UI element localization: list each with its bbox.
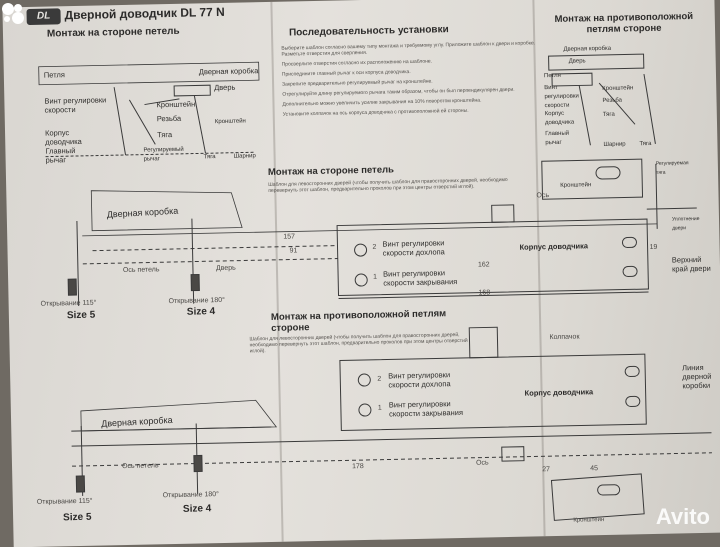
template2-num-2: 2	[377, 375, 382, 383]
label-hinge: Шарнир	[233, 153, 256, 160]
template1-loop-axis: Ось петель	[122, 266, 160, 275]
section-title-opposite-side: Монтаж на противоположной петлям стороне	[554, 11, 694, 36]
label-rod-2: Тяга	[203, 154, 216, 161]
label-main-lever-right: Главный рычаг	[545, 130, 570, 147]
label-adjustable-rod: Регулируемая тяга	[655, 160, 689, 176]
template1-open-180: Открывание 180°	[168, 296, 225, 306]
label-adjustable-lever: Регулируемый рычаг	[143, 146, 184, 163]
template2-size4: Size 4	[182, 503, 212, 515]
label-screw: Винт регулировки скорости	[44, 95, 107, 115]
brand-logo: DL	[26, 8, 61, 26]
step-item: Закрепите предварительно регулируемый ры…	[282, 78, 433, 88]
label-rod: Тяга	[157, 129, 173, 140]
template1-size4: Size 4	[186, 306, 216, 318]
avito-watermark: Avito	[655, 504, 710, 529]
dimension-91: 91	[289, 247, 298, 255]
label-main-lever: Главный рычаг	[45, 146, 76, 165]
avito-logo-icon	[2, 3, 24, 24]
template2-num-1: 1	[377, 404, 382, 412]
label-loop: Петля	[43, 70, 65, 80]
template1-screw-close-speed: Винт регулировки скорости дохлопа	[382, 238, 445, 258]
label-frame-right: Дверная коробка	[563, 45, 612, 53]
template2-loop-axis: Ось петель	[121, 462, 159, 471]
dimension-157: 157	[283, 233, 296, 241]
template2-title: Монтаж на противоположной петлям стороне	[270, 308, 447, 334]
template2-screw-close-speed: Винт регулировки скорости дохлопа	[388, 370, 451, 390]
label-bracket: Кронштейн	[156, 99, 196, 110]
dimension-45: 45	[590, 465, 599, 473]
template1-top-edge: Верхний край двери	[671, 254, 711, 274]
dimension-19: 19	[649, 243, 658, 252]
dimension-27: 27	[542, 466, 551, 474]
dimension-162: 162	[477, 261, 490, 269]
template1-num-2: 2	[372, 243, 377, 251]
label-body-right: Корпус доводчика	[544, 110, 575, 127]
label-rod-right: Тяга	[602, 111, 615, 118]
label-hinge-right: Шарнир	[603, 141, 626, 148]
template1-body-label: Корпус доводчика	[519, 241, 589, 252]
label-loop-right: Петля	[543, 72, 561, 80]
template2-body-label: Корпус доводчика	[524, 387, 594, 398]
template2-cap-label: Колпачок	[549, 333, 580, 342]
label-body: Корпус доводчика	[44, 128, 82, 147]
template1-screw-closing-speed: Винт регулировки скорости закрывания	[382, 268, 458, 288]
label-screw-right: Винт регулировки скорости	[544, 84, 579, 110]
template2-size5: Size 5	[63, 511, 92, 524]
step-item: Установите колпачок на ось корпуса довод…	[282, 107, 469, 118]
step-item: Отрегулируйте длину регулируемого рычага…	[282, 86, 515, 98]
template2-screw-closing-speed: Винт регулировки скорости закрывания	[388, 399, 464, 419]
step-item: Присоедините главный рычаг к оси корпуса…	[281, 68, 411, 78]
label-frame: Дверная коробка	[198, 66, 259, 77]
step-item: Просверлите отверстия согласно их распол…	[281, 58, 433, 68]
label-bracket-right: Кронштейн	[602, 85, 634, 92]
template2-open-180: Открывание 180°	[162, 491, 220, 500]
label-rod-right-2: Тяга	[639, 140, 652, 148]
template1-size5: Size 5	[66, 309, 96, 322]
template1-door-label: Дверь	[215, 264, 236, 273]
template1-num-1: 1	[373, 273, 378, 281]
steps-list: Выберите шаблон согласно вашему типу мон…	[281, 40, 541, 121]
label-thread-right: Резьба	[602, 97, 623, 104]
label-bracket-2: Кронштейн	[214, 118, 246, 126]
step-item: Дополнительно можно увеличить усилие зак…	[282, 97, 482, 108]
template1-open-115: Открывание 115°	[40, 299, 97, 308]
label-door: Дверь	[214, 82, 236, 93]
label-door-right: Дверь	[568, 58, 586, 65]
dimension-178: 178	[352, 463, 364, 471]
template1-axis-label: Ось	[536, 192, 550, 200]
label-thread: Резьба	[156, 113, 182, 124]
template2-bracket-label: Кронштейн	[573, 517, 605, 524]
template2-frame-line: Линия дверной коробки	[682, 362, 712, 391]
template2-open-115: Открывание 115°	[36, 497, 93, 506]
label-door-seal: Уплотнение двери	[671, 215, 700, 232]
dimension-168: 168	[478, 289, 491, 297]
label-bracket-template: Кронштейн	[560, 182, 592, 189]
template2-axis-label: Ось	[475, 459, 489, 467]
